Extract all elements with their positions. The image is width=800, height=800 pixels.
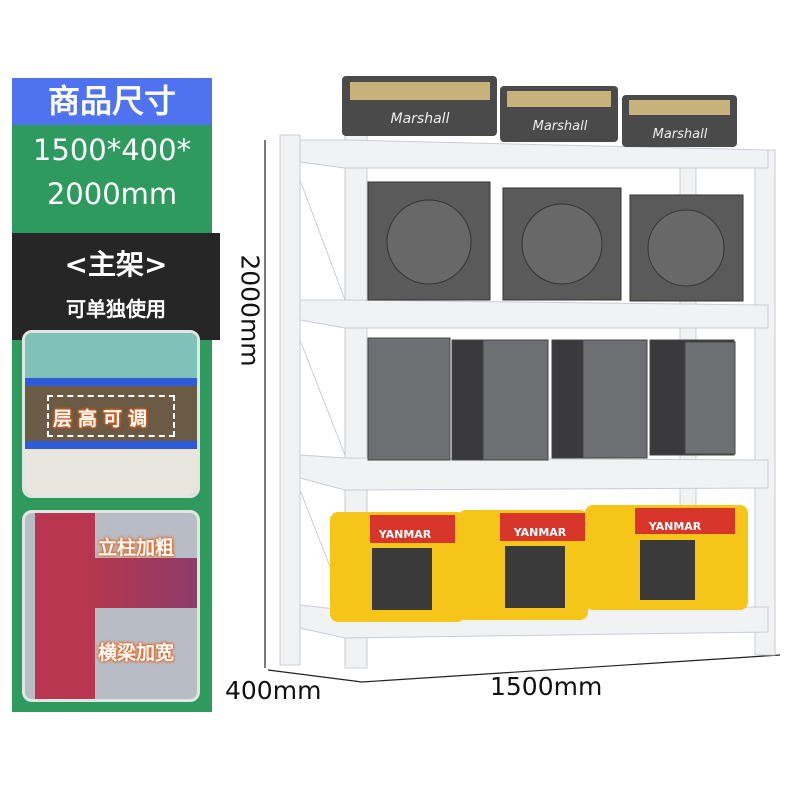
height-measure: 2000mm [235, 254, 265, 367]
feature-label: 层高可调 [53, 408, 154, 430]
amplifiers: Marshall Marshall Marshall [342, 76, 737, 147]
feature-adjustable-height: 层高可调 [22, 330, 200, 498]
feature-label: 立柱加粗 [98, 537, 175, 559]
main-frame-subtitle: 可单独使用 [66, 297, 166, 321]
generator-logo: YANMAR [378, 528, 432, 541]
amp-logo: Marshall [533, 119, 588, 134]
size-dimensions: 1500*400* 2000mm [12, 128, 212, 216]
safes [367, 337, 736, 461]
speaker-cabinets [367, 181, 744, 302]
dimensions-line1: 1500*400* [32, 133, 192, 167]
width-measure: 1500mm [490, 672, 603, 701]
amp-logo: Marshall [391, 111, 450, 127]
dimensions-line2: 2000mm [46, 177, 178, 211]
generators: YANMAR YANMAR YANMAR [330, 505, 748, 622]
dimension-lines [264, 140, 781, 683]
feature-label: 横梁加宽 [98, 642, 175, 664]
generator-logo: YANMAR [648, 520, 702, 533]
generator-logo: YANMAR [513, 526, 567, 539]
feature-thick-column: 立柱加粗 横梁加宽 [22, 510, 200, 702]
size-header: 商品尺寸 [12, 78, 212, 125]
depth-measure: 400mm [225, 676, 322, 705]
main-frame-box: <主架> 可单独使用 [12, 233, 220, 340]
main-frame-title: <主架> [64, 248, 168, 281]
amp-logo: Marshall [653, 127, 708, 142]
shelf-frame [279, 127, 776, 669]
